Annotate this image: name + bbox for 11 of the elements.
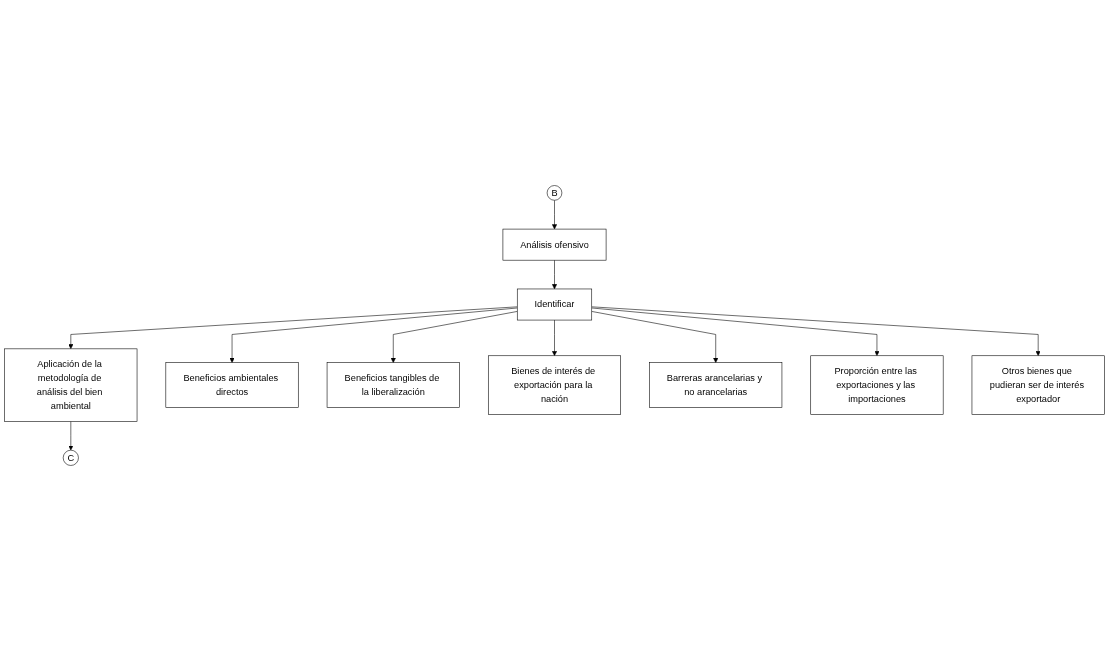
node-box: Bienes de interés de exportación para la nación <box>488 355 621 415</box>
node-box: Aplicación de la metodología de análisis del bien ambiental <box>4 348 138 422</box>
node-box: Identificar <box>516 288 593 321</box>
node-box: Otros bienes que pudieran ser de interés exportador <box>971 355 1105 415</box>
node-box: Barreras arancelarias y no arancelarias <box>649 362 783 408</box>
node-box: Beneficios ambientales directos <box>165 362 299 408</box>
node-box: Beneficios tangibles de la liberalización <box>326 362 460 408</box>
node-box: Análisis ofensivo <box>502 228 607 261</box>
node-circle: C <box>62 449 79 466</box>
node-circle: B <box>546 185 563 201</box>
node-box: Proporción entre las exportaciones y las importaciones <box>810 355 944 415</box>
